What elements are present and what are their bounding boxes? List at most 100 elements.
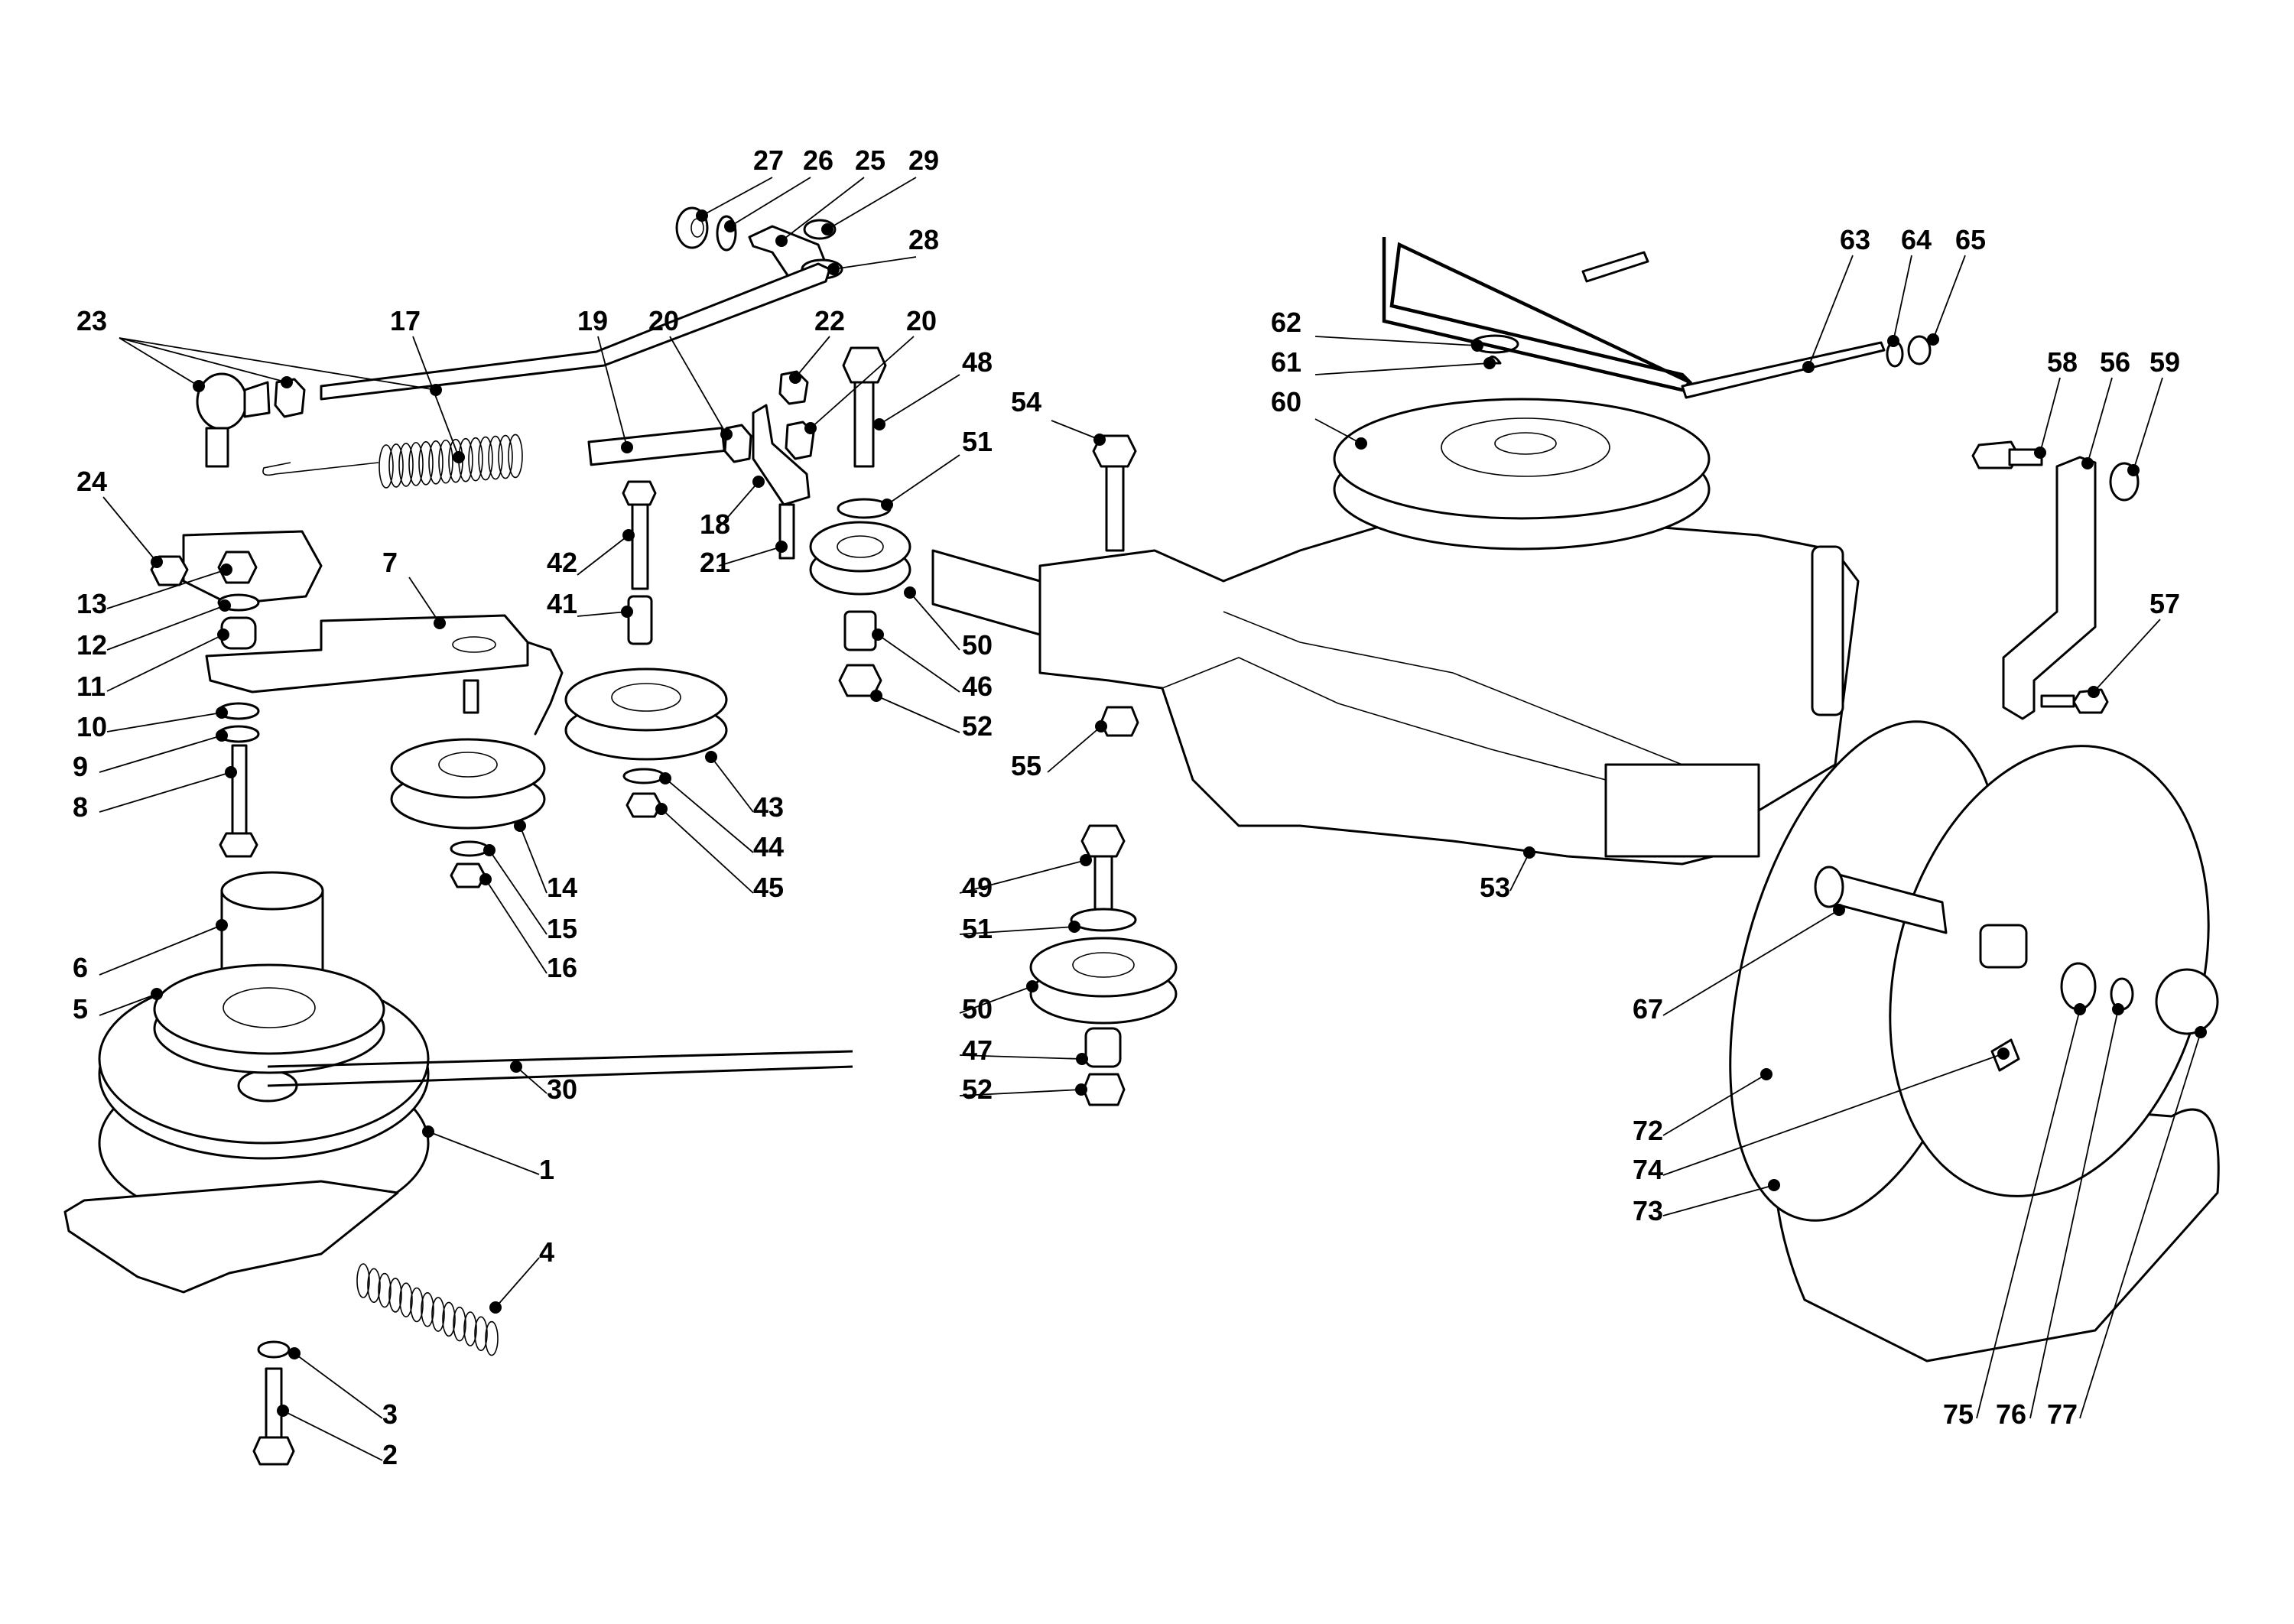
callout-15[interactable]: 15 [483,844,577,944]
callout-number[interactable]: 8 [73,791,88,823]
callout-number[interactable]: 23 [76,305,107,336]
callout-48[interactable]: 48 [873,346,993,430]
callout-25[interactable]: 25 [775,145,885,247]
callout-number[interactable]: 73 [1633,1195,1663,1226]
callout-number[interactable]: 4 [539,1236,554,1268]
callout-number[interactable]: 77 [2047,1398,2078,1430]
callout-23[interactable]: 23 [76,305,442,396]
callout-number[interactable]: 74 [1633,1154,1663,1185]
callout-number[interactable]: 53 [1480,872,1510,903]
callout-number[interactable]: 20 [648,305,679,336]
callout-26[interactable]: 26 [724,145,833,232]
callout-7[interactable]: 7 [382,547,446,629]
callout-number[interactable]: 1 [539,1154,554,1185]
callout-47[interactable]: 47 [959,1034,1088,1066]
callout-number[interactable]: 52 [962,1073,993,1105]
callout-46[interactable]: 46 [872,628,993,702]
callout-number[interactable]: 51 [962,426,993,457]
callout-67[interactable]: 67 [1633,904,1845,1025]
callout-number[interactable]: 21 [700,547,730,578]
callout-76[interactable]: 76 [1996,1003,2124,1430]
callout-number[interactable]: 67 [1633,993,1663,1025]
callout-number[interactable]: 9 [73,751,88,782]
callout-17[interactable]: 17 [390,305,465,463]
callout-number[interactable]: 65 [1955,224,1986,255]
callout-number[interactable]: 29 [908,145,939,176]
callout-58[interactable]: 58 [2034,346,2078,459]
callout-49[interactable]: 49 [959,854,1092,903]
callout-number[interactable]: 7 [382,547,398,578]
callout-27[interactable]: 27 [696,145,784,222]
callout-54[interactable]: 54 [1011,386,1106,446]
callout-number[interactable]: 72 [1633,1115,1663,1146]
callout-number[interactable]: 57 [2149,588,2180,619]
callout-42[interactable]: 42 [547,529,635,578]
callout-number[interactable]: 6 [73,952,88,983]
callout-number[interactable]: 25 [855,145,885,176]
callout-number[interactable]: 2 [382,1439,398,1470]
callout-72[interactable]: 72 [1633,1068,1772,1146]
callout-number[interactable]: 52 [962,710,993,742]
callout-63[interactable]: 63 [1802,224,1870,373]
callout-3[interactable]: 3 [288,1347,398,1430]
callout-number[interactable]: 75 [1943,1398,1974,1430]
callout-11[interactable]: 11 [76,628,229,702]
callout-number[interactable]: 16 [547,952,577,983]
callout-55[interactable]: 55 [1011,720,1107,781]
callout-53[interactable]: 53 [1480,846,1535,903]
callout-number[interactable]: 44 [753,831,784,862]
callout-21[interactable]: 21 [700,541,788,578]
callout-number[interactable]: 59 [2149,346,2180,378]
callout-1[interactable]: 1 [422,1125,554,1185]
callout-number[interactable]: 46 [962,671,993,702]
callout-5[interactable]: 5 [73,988,163,1025]
callout-77[interactable]: 77 [2047,1026,2207,1430]
callout-number[interactable]: 60 [1271,386,1301,417]
callout-41[interactable]: 41 [547,588,633,619]
callout-number[interactable]: 18 [700,508,730,540]
callout-73[interactable]: 73 [1633,1179,1780,1226]
callout-51[interactable]: 51 [959,913,1080,944]
callout-50[interactable]: 50 [959,980,1038,1025]
callout-20[interactable]: 20 [804,305,937,434]
callout-number[interactable]: 12 [76,629,107,661]
callout-number[interactable]: 11 [76,671,106,702]
callout-20[interactable]: 20 [648,305,733,440]
callout-62[interactable]: 62 [1271,307,1483,352]
callout-number[interactable]: 41 [547,588,577,619]
callout-number[interactable]: 61 [1271,346,1301,378]
callout-number[interactable]: 54 [1011,386,1041,417]
callout-60[interactable]: 60 [1271,386,1367,450]
callout-number[interactable]: 30 [547,1073,577,1105]
callout-number[interactable]: 63 [1840,224,1870,255]
callout-number[interactable]: 64 [1901,224,1932,255]
callout-56[interactable]: 56 [2081,346,2130,469]
callout-number[interactable]: 22 [814,305,845,336]
callout-51[interactable]: 51 [881,426,993,511]
callout-number[interactable]: 50 [962,629,993,661]
callout-18[interactable]: 18 [700,476,765,540]
callout-number[interactable]: 58 [2047,346,2078,378]
callout-52[interactable]: 52 [959,1073,1087,1105]
callout-59[interactable]: 59 [2127,346,2180,476]
callout-number[interactable]: 26 [803,145,833,176]
callout-10[interactable]: 10 [76,706,228,742]
callout-number[interactable]: 76 [1996,1398,2026,1430]
callout-45[interactable]: 45 [655,803,784,903]
callout-12[interactable]: 12 [76,599,231,661]
callout-64[interactable]: 64 [1887,224,1932,347]
callout-6[interactable]: 6 [73,919,228,983]
callout-number[interactable]: 48 [962,346,993,378]
callout-number[interactable]: 13 [76,588,107,619]
callout-43[interactable]: 43 [705,751,784,823]
callout-number[interactable]: 28 [908,224,939,255]
callout-29[interactable]: 29 [821,145,939,235]
callout-number[interactable]: 17 [390,305,421,336]
callout-19[interactable]: 19 [577,305,633,453]
callout-number[interactable]: 45 [753,872,784,903]
callout-57[interactable]: 57 [2088,588,2180,698]
callout-16[interactable]: 16 [479,873,577,983]
callout-74[interactable]: 74 [1633,1047,2010,1185]
callout-number[interactable]: 20 [906,305,937,336]
callout-number[interactable]: 56 [2100,346,2130,378]
